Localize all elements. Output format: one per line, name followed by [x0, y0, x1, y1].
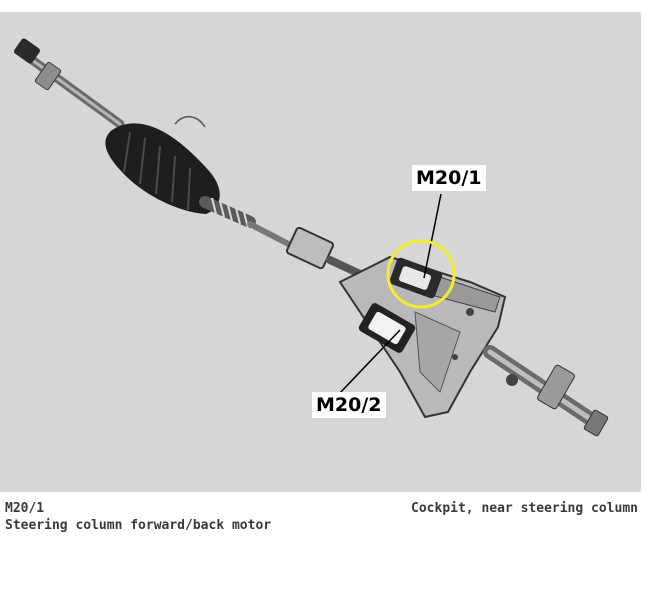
motor-m20-2	[358, 303, 416, 353]
highlight-circle	[386, 239, 456, 309]
leader-line-m20-2	[337, 329, 401, 396]
motor-m20-1	[389, 257, 443, 299]
leader-line-m20-1	[423, 193, 442, 279]
steering-column-illustration	[14, 38, 609, 437]
component-description: Steering column forward/back motor	[5, 518, 272, 533]
spline-section	[199, 196, 303, 253]
component-code: M20/1	[5, 501, 45, 516]
component-location: Cockpit, near steering column	[411, 501, 638, 516]
rubber-boot	[105, 116, 220, 214]
universal-joint	[285, 226, 364, 278]
lower-column	[483, 345, 609, 437]
steering-column-figure: M20/1 M20/2	[0, 12, 641, 492]
intermediate-shaft	[14, 38, 125, 129]
callout-m20-1: M20/1	[412, 165, 486, 191]
callout-m20-2: M20/2	[312, 392, 386, 418]
